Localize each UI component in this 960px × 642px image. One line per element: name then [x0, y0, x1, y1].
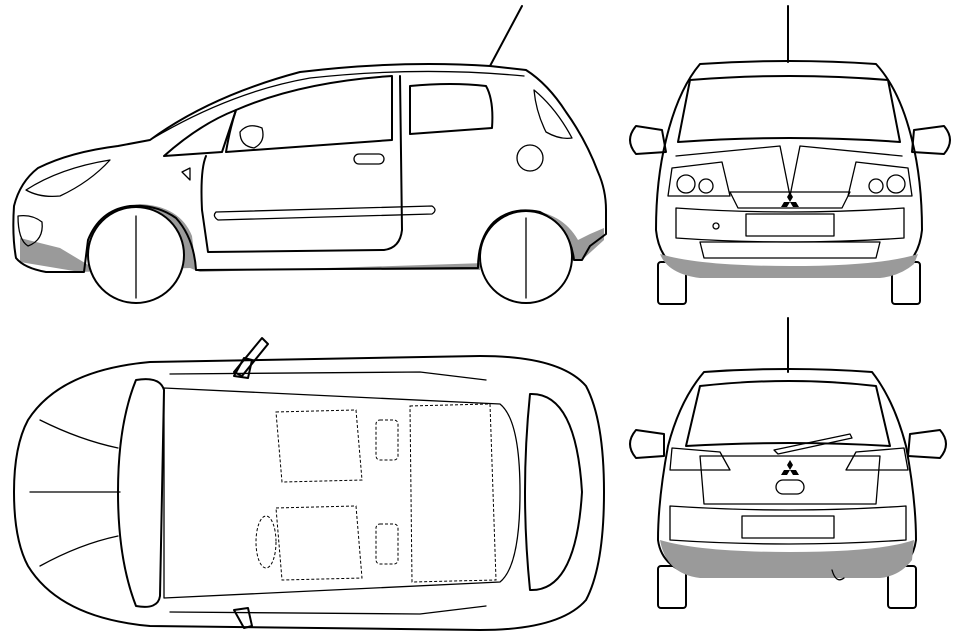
top-hood-crease-right: [39, 535, 119, 567]
side-fuel-flap: [516, 144, 544, 172]
top-front-seat-right: [275, 505, 363, 581]
front-grille: [729, 191, 851, 209]
top-left-mirror: [233, 357, 253, 379]
front-right-mirror: [911, 125, 951, 155]
rear-right-mirror: [907, 429, 947, 459]
rear-number-plate: [741, 515, 835, 539]
rear-lower-shade: [660, 540, 914, 578]
side-rear-window: [409, 83, 494, 135]
side-front-wheel: [87, 206, 185, 304]
rear-tailgate-panel: [699, 455, 881, 505]
side-front-quarter-glass: [163, 109, 237, 157]
side-tail-lamp-upper: [533, 89, 573, 140]
top-roof: [163, 387, 521, 599]
top-steering-wheel: [255, 515, 277, 569]
front-right-lamp-inner: [868, 178, 884, 194]
side-mirror: [239, 125, 264, 149]
side-fog-lamp: [17, 214, 43, 247]
top-right-sill: [169, 605, 487, 615]
top-antenna: [233, 337, 269, 377]
front-windshield: [677, 75, 901, 143]
rear-left-mirror: [629, 429, 665, 459]
top-left-sill: [169, 371, 487, 381]
mitsubishi-emblem-icon: [781, 192, 799, 207]
front-right-lamp-outer: [886, 174, 906, 194]
side-view: [12, 5, 607, 304]
top-headrest-right: [375, 523, 399, 565]
top-view: [13, 337, 605, 631]
front-left-headlamp: [667, 161, 731, 197]
front-number-plate: [745, 213, 835, 237]
side-door-handle: [353, 153, 385, 165]
side-body-outline: [12, 63, 607, 273]
front-lower-intake: [699, 241, 881, 259]
side-door-window: [225, 75, 393, 153]
front-left-lamp-inner: [698, 178, 714, 194]
side-headlamp: [25, 159, 111, 198]
rear-wiper: [773, 433, 853, 455]
top-hood-crease-left: [39, 419, 119, 449]
mitsubishi-emblem-icon: [781, 460, 799, 475]
front-right-headlamp: [847, 161, 913, 197]
rear-right-tail-lamp: [845, 447, 909, 471]
front-body-outline: [655, 60, 923, 277]
rear-tailgate-handle: [775, 479, 805, 495]
front-lower-shade: [660, 254, 918, 278]
side-door-outline: [200, 75, 403, 253]
side-antenna: [489, 5, 523, 67]
rear-bumper: [669, 505, 907, 545]
side-marker-lamp: [181, 167, 191, 181]
side-roof-line: [149, 70, 525, 141]
rear-left-tail-lamp: [669, 447, 731, 471]
front-view: [629, 5, 951, 305]
rear-view: [629, 317, 947, 609]
top-windshield: [117, 378, 165, 608]
top-tailgate-glass: [524, 392, 583, 592]
top-body-outline: [13, 355, 605, 631]
side-moulding: [213, 205, 436, 221]
front-bumper: [675, 207, 905, 243]
front-hood-crease: [675, 145, 903, 197]
top-right-mirror: [233, 607, 253, 629]
top-headrest-left: [375, 419, 399, 461]
front-left-mirror: [629, 125, 667, 155]
top-rear-bench: [409, 403, 497, 583]
side-rear-wheel: [479, 210, 573, 304]
top-front-seat-left: [275, 409, 363, 483]
front-tow-hook: [712, 222, 720, 230]
front-left-lamp-outer: [676, 174, 696, 194]
rear-window: [685, 380, 891, 447]
rear-tow-hook: [831, 569, 845, 581]
